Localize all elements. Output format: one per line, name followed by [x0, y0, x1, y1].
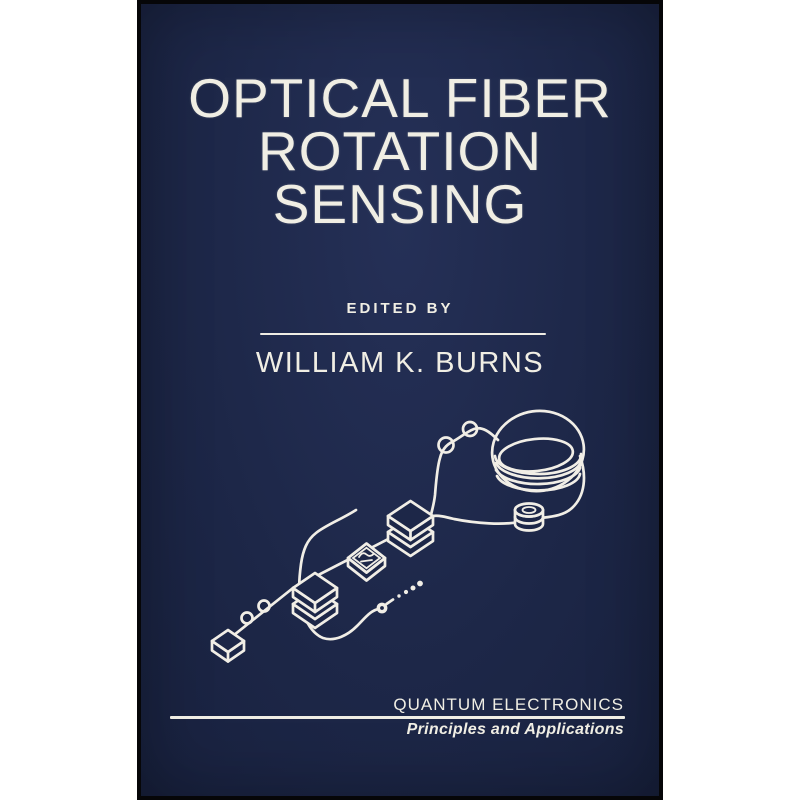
fiber-connector-key — [376, 598, 395, 614]
fiber-pigtail-loops-upper — [437, 420, 479, 454]
editor-name: WILLIAM K. BURNS — [255, 347, 545, 379]
editor-divider-rule — [260, 333, 546, 335]
series-subtitle: Principles and Applications — [406, 721, 624, 738]
modulator-wave-glyph — [358, 552, 375, 563]
source-detector-box — [210, 628, 246, 663]
series-name: QUANTUM ELECTRONICS — [393, 695, 624, 714]
fiber-pigtail-loops-lower — [240, 599, 271, 625]
title-line-1: OPTICAL FIBER — [188, 67, 612, 129]
fiber-coil — [490, 409, 586, 493]
edited-by-label: EDITED BY — [346, 300, 454, 317]
fiber-from-coil-right — [431, 454, 586, 525]
light-beam-dots — [397, 580, 423, 598]
phase-modulator-box — [346, 542, 387, 582]
fiber-gyroscope-illustration — [210, 409, 586, 663]
coupler-box-2 — [291, 571, 339, 630]
title-line-3: SENSING — [272, 173, 528, 235]
book-title: OPTICAL FIBER ROTATION SENSING — [141, 67, 659, 235]
coupler-box-1 — [386, 499, 435, 558]
series-divider-rule — [170, 716, 625, 719]
book-cover: OPTICAL FIBER ROTATION SENSING EDITED BY… — [137, 0, 663, 800]
fiber-spool — [513, 502, 545, 532]
title-line-2: ROTATION — [258, 120, 542, 182]
